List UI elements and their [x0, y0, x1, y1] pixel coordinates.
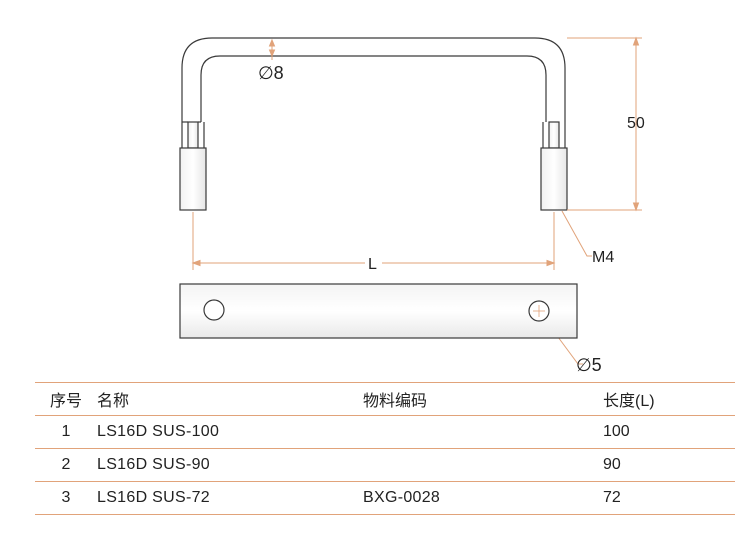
dimension-lines	[191, 36, 642, 365]
row-code	[363, 416, 603, 449]
base-plate	[179, 283, 578, 339]
row-code	[363, 449, 603, 482]
handle-outer-contour	[181, 37, 566, 122]
table-row: 3 LS16D SUS-72 BXG-0028 72	[35, 482, 735, 515]
hole-diameter-label: ∅5	[576, 355, 602, 375]
length-label: L	[368, 256, 377, 273]
left-mounting-hole	[203, 299, 225, 321]
height-label: 50	[627, 115, 645, 132]
right-foot	[540, 147, 568, 211]
handle-inner-contour	[200, 55, 547, 122]
length-arrow-left	[191, 259, 201, 267]
height-arrow-bottom	[632, 202, 640, 212]
base-plate-view	[179, 283, 578, 339]
header-name: 名称	[97, 393, 130, 410]
diameter-top-arrow	[268, 38, 276, 47]
row-length: 100	[603, 423, 630, 440]
row-code: BXG-0028	[363, 489, 441, 506]
header-no: 序号	[49, 393, 82, 410]
row-name: LS16D SUS-100	[97, 423, 220, 440]
row-name: LS16D SUS-90	[97, 456, 210, 473]
spec-table: 序号 名称 物料编码 长度(L) 1 LS16D SUS-100 100 2 L…	[35, 382, 735, 515]
height-arrow-top	[632, 36, 640, 46]
thread-label: M4	[592, 249, 614, 266]
table-row: 1 LS16D SUS-100 100	[35, 416, 735, 449]
row-no: 3	[61, 489, 71, 506]
header-code: 物料编码	[363, 393, 428, 410]
row-no: 2	[61, 456, 71, 473]
left-foot	[179, 147, 207, 211]
row-length: 90	[603, 456, 621, 473]
handle-technical-drawing: ∅8 50 L M4 ∅5	[179, 36, 645, 375]
right-collar	[548, 121, 560, 149]
header-length: 长度(L)	[603, 393, 655, 410]
diameter-top-label: ∅8	[258, 63, 284, 83]
row-length: 72	[603, 489, 621, 506]
left-collar	[187, 121, 199, 149]
thread-leader	[561, 210, 592, 257]
length-arrow-right	[546, 259, 556, 267]
table-row: 2 LS16D SUS-90 90	[35, 449, 735, 482]
row-name: LS16D SUS-72	[97, 489, 210, 506]
row-no: 1	[61, 423, 71, 440]
handle-front-view	[179, 37, 568, 211]
diameter-top-arrow-b	[268, 49, 276, 58]
table-header-row: 序号 名称 物料编码 长度(L)	[35, 382, 735, 416]
